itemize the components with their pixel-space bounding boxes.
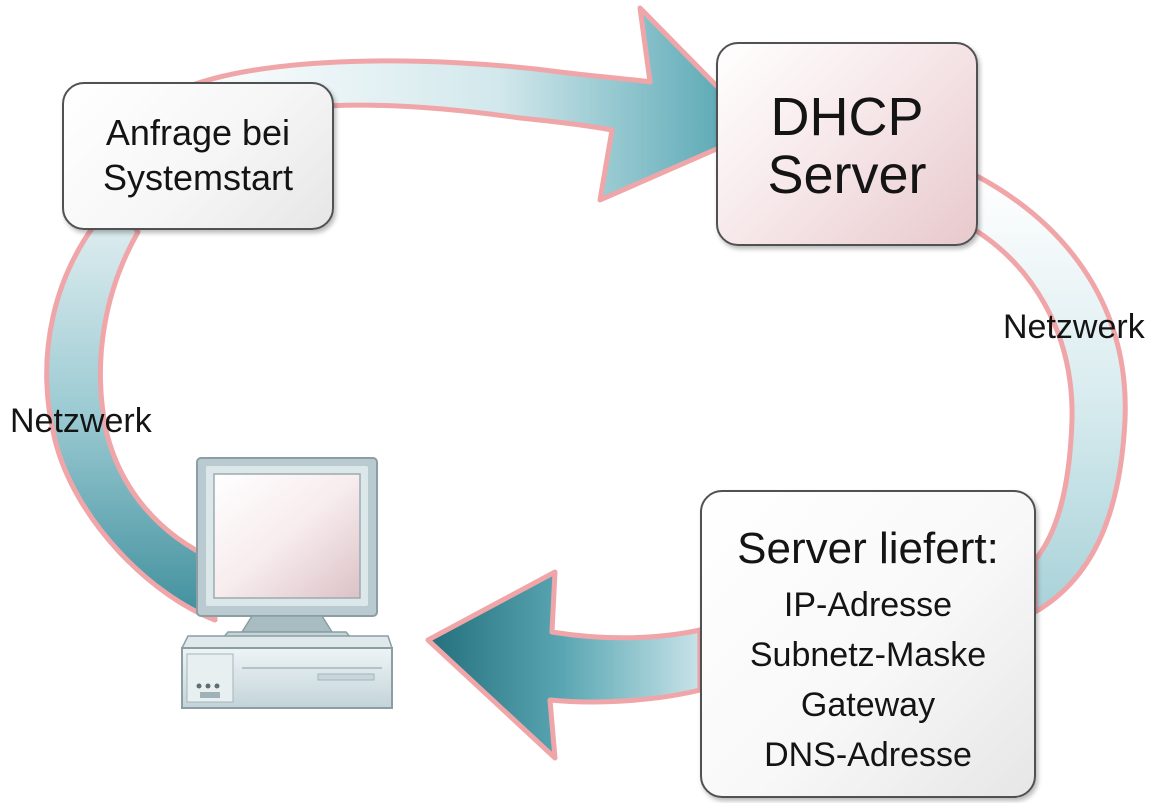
network-label-left: Netzwerk xyxy=(10,402,152,440)
dhcp-line-2: Server xyxy=(767,145,927,205)
network-label-right: Netzwerk xyxy=(1003,308,1145,346)
request-line-1: Anfrage bei xyxy=(105,112,291,153)
response-item-gateway: Gateway xyxy=(800,686,936,724)
computer-icon xyxy=(180,457,394,709)
response-item-ip: IP-Adresse xyxy=(783,586,953,624)
server-response-box: Server liefert: IP-Adresse Subnetz-Maske… xyxy=(700,490,1036,798)
request-line-2: Systemstart xyxy=(102,157,294,198)
request-on-startup-box: Anfrage bei Systemstart xyxy=(62,82,334,230)
arrow-to-computer xyxy=(425,569,703,761)
arrow-band-right xyxy=(972,172,1128,615)
arrow-to-server xyxy=(177,5,763,203)
dhcp-server-box: DHCP Server xyxy=(716,42,978,246)
dhcp-line-1: DHCP xyxy=(770,87,924,147)
response-item-dns: DNS-Adresse xyxy=(764,736,972,774)
response-heading: Server liefert: xyxy=(737,524,999,573)
response-item-subnet: Subnetz-Maske xyxy=(749,636,987,674)
